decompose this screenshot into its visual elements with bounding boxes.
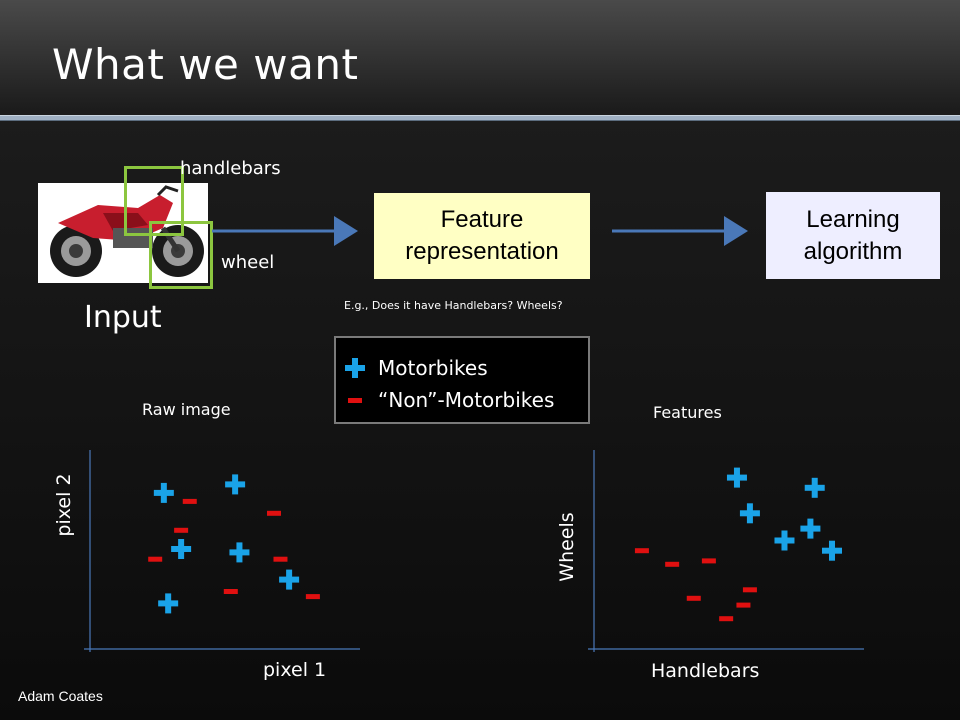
- minus-point: [742, 587, 757, 593]
- features-xlabel: Handlebars: [651, 660, 760, 682]
- minus-icon: [348, 398, 362, 403]
- minus-point: [267, 510, 281, 516]
- minus-point: [736, 602, 751, 608]
- raw-ylabel: pixel 2: [53, 473, 75, 537]
- plus-point: [225, 474, 246, 495]
- example-text: E.g., Does it have Handlebars? Wheels?: [344, 299, 563, 312]
- plus-point: [774, 530, 795, 551]
- plus-point: [229, 542, 250, 563]
- learning-algorithm-box: Learning algorithm: [766, 192, 940, 279]
- features-plot-title: Features: [653, 403, 722, 422]
- plus-point: [158, 593, 179, 614]
- plus-point: [279, 569, 300, 590]
- minus-point: [305, 594, 320, 600]
- slide-title: What we want: [52, 40, 359, 89]
- minus-point: [665, 561, 680, 567]
- input-label: Input: [84, 300, 162, 335]
- minus-point: [182, 498, 197, 504]
- plus-point: [171, 539, 192, 559]
- minus-point: [223, 589, 238, 594]
- wheel-box: [149, 221, 213, 289]
- plus-point: [153, 482, 174, 503]
- handlebars-label: handlebars: [180, 158, 281, 179]
- feature-box-line1: Feature: [440, 206, 524, 233]
- feature-box-line2: representation: [405, 238, 559, 265]
- plus-point: [804, 477, 825, 498]
- feature-representation-box: Feature representation: [374, 193, 590, 279]
- legend-negative-label: “Non”-Motorbikes: [378, 388, 555, 412]
- plus-point: [739, 503, 760, 524]
- minus-point: [273, 556, 288, 562]
- plus-icon: [345, 358, 365, 378]
- minus-point: [719, 616, 734, 622]
- plus-point: [822, 540, 842, 561]
- footer-author: Adam Coates: [18, 688, 103, 704]
- learning-box-line2: algorithm: [803, 237, 903, 265]
- legend: Motorbikes “Non”-Motorbikes: [334, 336, 590, 424]
- legend-positive-label: Motorbikes: [378, 356, 488, 380]
- raw-xlabel: pixel 1: [263, 659, 327, 681]
- title-divider: [0, 116, 960, 120]
- wheel-label: wheel: [221, 252, 275, 273]
- minus-point: [701, 558, 716, 564]
- handlebars-box: [124, 166, 184, 236]
- minus-point: [634, 548, 649, 554]
- plus-point: [726, 467, 747, 488]
- minus-point: [148, 556, 163, 562]
- plus-point: [800, 518, 821, 539]
- raw-plot-title: Raw image: [142, 400, 231, 419]
- minus-point: [174, 527, 189, 533]
- minus-point: [686, 595, 701, 601]
- features-ylabel: Wheels: [556, 512, 578, 582]
- learning-box-line1: Learning: [806, 205, 900, 233]
